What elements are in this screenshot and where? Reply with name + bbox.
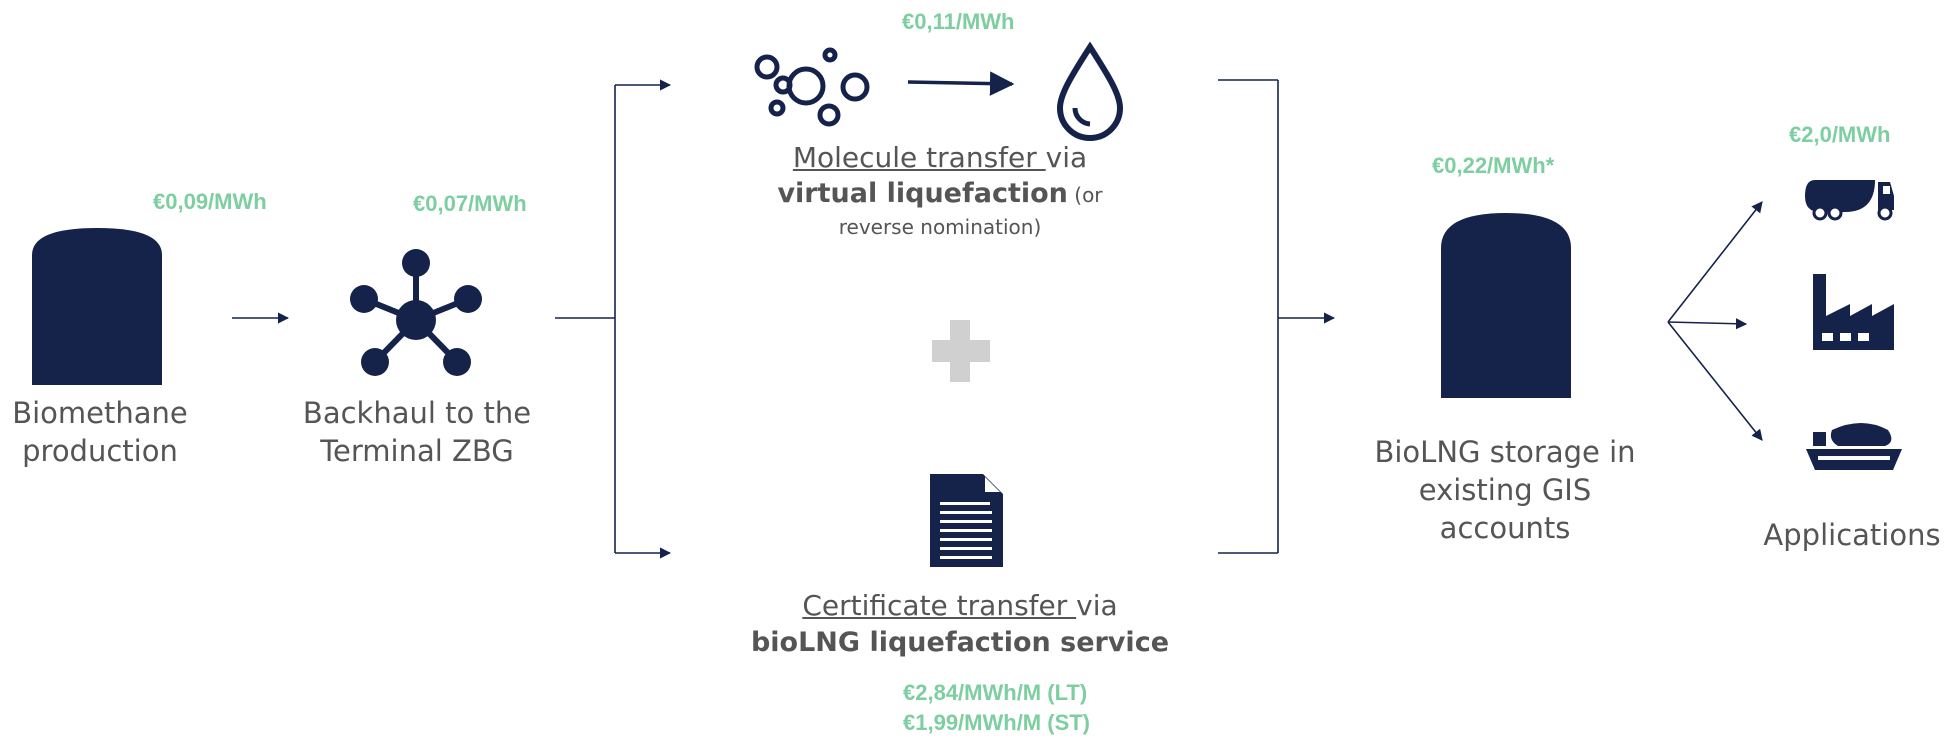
backhaul-label: Backhaul to the Terminal ZBG: [302, 396, 532, 468]
price-certificate-st: €1,99/MWh/M (ST): [903, 710, 1091, 735]
ship-icon: [1806, 423, 1902, 470]
production-tank-icon: [32, 228, 162, 385]
applications-label: Applications: [1763, 518, 1941, 552]
price-certificate-lt: €2,84/MWh/M (LT): [903, 680, 1088, 705]
price-virtual-liquefaction: €0,11/MWh: [902, 9, 1015, 34]
plus-icon: [932, 320, 990, 382]
bubbles-icon: [754, 47, 870, 127]
certificate-transfer-text: Certificate transfer via bioLNG liquefac…: [750, 589, 1170, 658]
truck-icon: [1805, 180, 1894, 221]
droplet-icon: [1056, 41, 1124, 141]
price-storage: €0,22/MWh*: [1432, 153, 1555, 178]
production-label: Biomethane production: [12, 396, 188, 468]
price-backhaul: €0,07/MWh: [413, 191, 527, 216]
arrow-to-droplet: [907, 71, 1015, 96]
fanout-arrows: [1667, 201, 1763, 441]
price-production: €0,09/MWh: [153, 189, 267, 214]
molecule-transfer-text: Molecule transfer via virtual liquefacti…: [777, 141, 1103, 239]
network-hub-icon: [350, 249, 482, 376]
merge-bracket: [1218, 79, 1336, 554]
storage-label: BioLNG storage in existing GIS accounts: [1374, 435, 1636, 545]
price-applications: €2,0/MWh: [1789, 122, 1891, 147]
storage-tank-icon: [1441, 213, 1571, 398]
split-bracket: [555, 79, 672, 559]
factory-icon: [1813, 274, 1894, 350]
document-icon: [930, 474, 1003, 567]
